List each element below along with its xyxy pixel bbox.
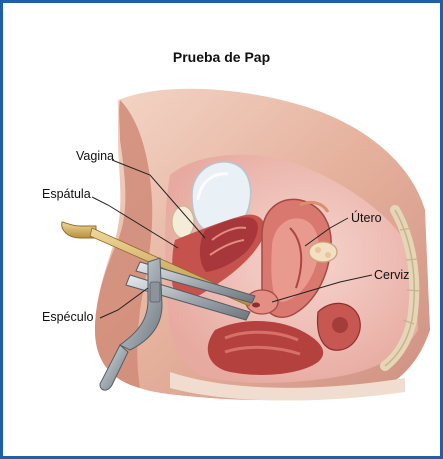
label-utero: Útero bbox=[351, 211, 382, 225]
label-especulo: Espéculo bbox=[42, 310, 93, 324]
label-vagina: Vagina bbox=[76, 149, 114, 163]
label-cerviz: Cerviz bbox=[374, 268, 409, 282]
label-espatula: Espátula bbox=[42, 187, 91, 201]
